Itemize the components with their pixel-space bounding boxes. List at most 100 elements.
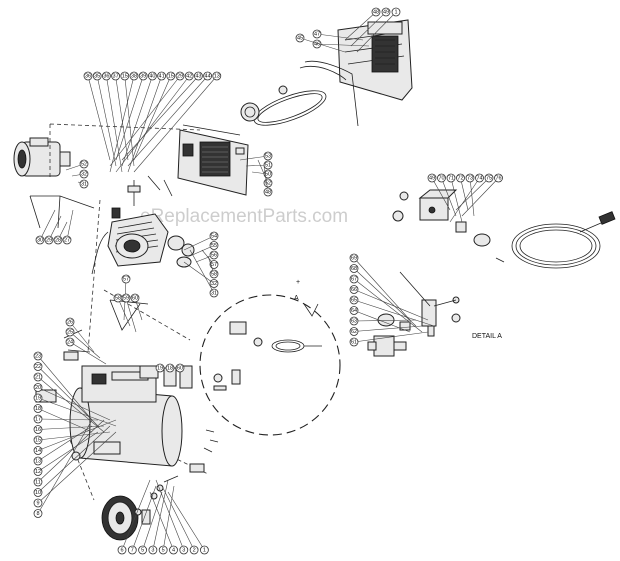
callout-wheel_bottom-3: 3 — [148, 545, 158, 555]
svg-text:72: 72 — [457, 175, 463, 181]
svg-text:11: 11 — [35, 479, 41, 485]
callout-motor_bottom-3: 27 — [62, 235, 72, 245]
callout-leader — [87, 75, 111, 161]
svg-text:36: 36 — [103, 73, 109, 79]
svg-text:38: 38 — [131, 73, 137, 79]
svg-text:65: 65 — [351, 297, 357, 303]
svg-text:30: 30 — [37, 237, 43, 243]
callout-left_column-5: 18 — [33, 404, 43, 413]
detail-a-label: DETAIL A — [472, 333, 502, 340]
callout-leader — [167, 491, 205, 551]
callout-motor_right-0: 52 — [79, 159, 89, 169]
svg-text:35: 35 — [94, 73, 100, 79]
svg-text:51: 51 — [265, 162, 271, 168]
callout-leader — [37, 431, 99, 472]
detail-a-circle — [199, 294, 341, 436]
callout-leader — [115, 75, 190, 173]
svg-text:43: 43 — [195, 73, 201, 79]
svg-text:41: 41 — [159, 73, 165, 79]
callout-motor_right-2: 31 — [79, 179, 89, 189]
svg-text:2: 2 — [193, 547, 196, 553]
callout-wheel_bottom-2: 5 — [138, 545, 148, 555]
callout-leader — [356, 11, 397, 53]
callout-detail_left-2: 67 — [349, 274, 359, 284]
svg-text:7: 7 — [131, 547, 134, 553]
svg-text:61: 61 — [351, 339, 357, 345]
callout-frame_right-3: 52 — [263, 178, 273, 188]
callout-detail_top-5: 74 — [475, 173, 484, 183]
electric-motor — [13, 137, 95, 229]
callout-left_column-13: 10 — [33, 488, 43, 497]
svg-text:19: 19 — [35, 395, 41, 401]
callout-left_column-10: 13 — [33, 456, 43, 466]
callout-detail_left-8: 61 — [349, 337, 359, 347]
belt-and-pulley — [240, 85, 327, 126]
callout-top_right-1: 49 — [381, 7, 391, 17]
callout-left_column-12: 11 — [33, 477, 43, 487]
svg-text:25: 25 — [67, 329, 73, 335]
callout-leader — [121, 479, 151, 551]
callout-leader — [37, 425, 93, 462]
callout-leader — [109, 75, 181, 167]
callout-leader — [124, 75, 135, 167]
callout-leader — [299, 37, 346, 53]
callout-leader — [37, 425, 111, 493]
svg-text:8: 8 — [36, 511, 39, 517]
callout-leader — [69, 341, 107, 365]
plus-marker: + — [296, 279, 300, 286]
callout-leader — [37, 418, 99, 421]
callout-pump_right-3: 57 — [209, 260, 219, 269]
callout-left_column-15: 8 — [33, 509, 43, 518]
callout-motor_bottom-1: 29 — [44, 235, 54, 245]
callout-leader — [441, 177, 457, 217]
callout-wheel_bottom-4: 5 — [158, 545, 168, 555]
callout-wheel_bottom-1: 7 — [127, 545, 137, 555]
bracket-plate — [177, 124, 249, 196]
callout-mid_group-0: 57 — [121, 274, 131, 284]
svg-text:14: 14 — [35, 448, 41, 454]
svg-text:57: 57 — [123, 276, 129, 282]
svg-text:49: 49 — [429, 175, 435, 181]
callout-leader — [316, 33, 364, 41]
callout-leader — [142, 491, 163, 551]
svg-text:76: 76 — [495, 175, 501, 181]
callout-pump_right-1: 55 — [209, 241, 219, 250]
callout-left_column-1: 22 — [33, 362, 43, 371]
callout-pump_right-4: 58 — [209, 269, 219, 279]
callout-leader — [449, 177, 480, 223]
svg-text:64: 64 — [351, 308, 357, 314]
svg-text:22: 22 — [35, 364, 41, 370]
svg-text:75: 75 — [486, 175, 492, 181]
svg-text:13: 13 — [35, 458, 41, 464]
callout-leader — [37, 431, 111, 441]
svg-text:26: 26 — [67, 319, 73, 325]
svg-text:57: 57 — [211, 262, 217, 268]
callout-detail_top-1: 70 — [437, 173, 446, 183]
callout-top_row-0: 36 — [83, 71, 93, 81]
callout-leader — [39, 209, 56, 241]
callout-top_row-2: 36 — [102, 71, 111, 81]
svg-text:52: 52 — [265, 180, 271, 186]
callout-leader — [133, 75, 172, 161]
svg-text:74: 74 — [476, 175, 482, 181]
callout-leader — [353, 299, 435, 327]
callout-leader — [353, 310, 411, 333]
callout-top_row-6: 39 — [138, 71, 148, 81]
svg-text:39: 39 — [140, 73, 146, 79]
callout-leader — [37, 419, 105, 483]
callout-leader — [189, 249, 215, 294]
callout-wheel_bottom-6: 3 — [179, 545, 189, 555]
svg-text:15: 15 — [35, 437, 41, 443]
watermark: eReplacementParts.com — [140, 206, 348, 227]
callout-leader — [183, 235, 215, 251]
svg-text:36: 36 — [85, 73, 91, 79]
callout-left_column-4: 19 — [33, 393, 43, 403]
callout-motor_bottom-0: 30 — [35, 235, 45, 245]
callout-leader — [350, 11, 387, 47]
callout-wheel_bottom-0: 6 — [117, 545, 127, 555]
callout-top_row-9: 15 — [166, 71, 176, 81]
callout-mid_group-3: 60 — [130, 293, 140, 303]
svg-text:28: 28 — [55, 237, 61, 243]
callout-detail_left-1: 68 — [349, 264, 359, 273]
svg-text:29: 29 — [177, 73, 183, 79]
